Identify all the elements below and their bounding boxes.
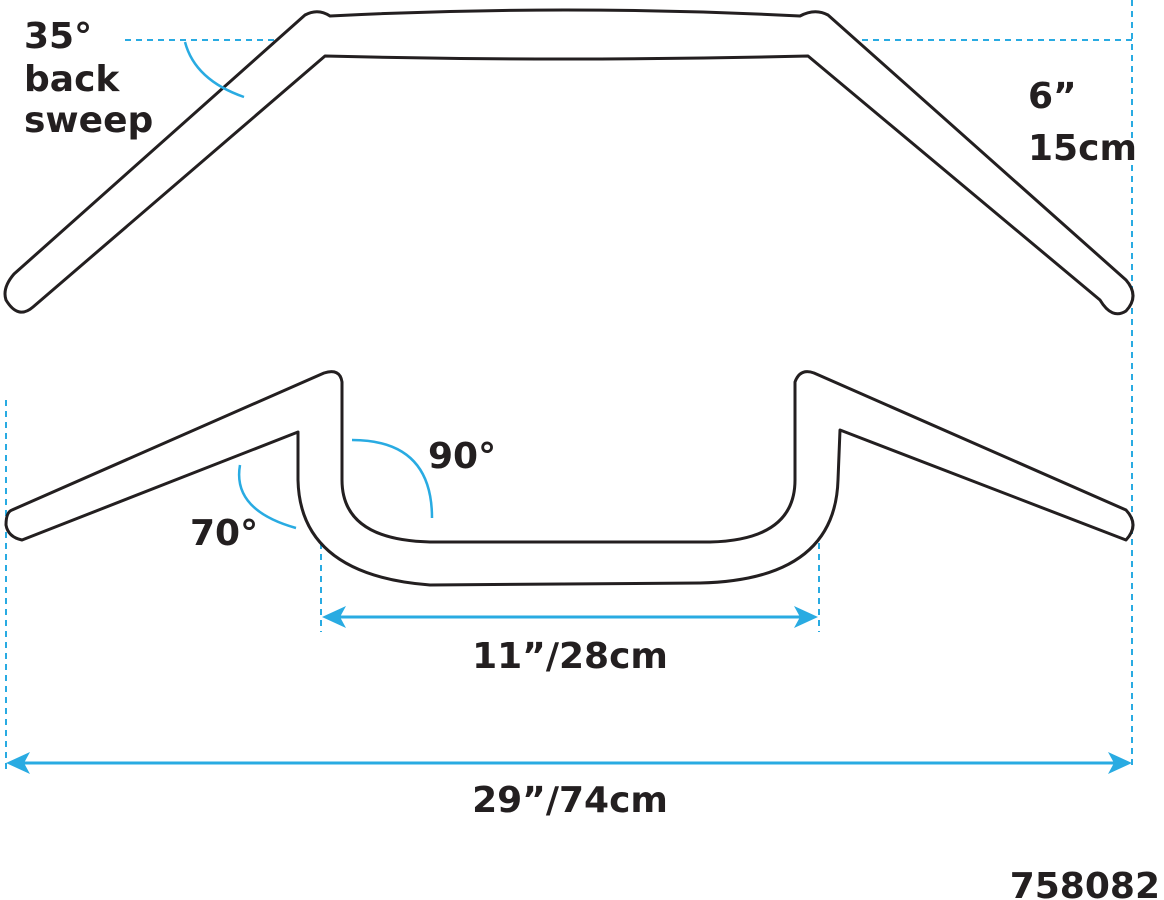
overall-width-label: 29”/74cm xyxy=(472,780,668,821)
front-view: 90° 70° 11”/28cm 29”/74cm xyxy=(4,370,1135,821)
inner-width-arrow-right xyxy=(794,606,818,628)
rise-cm-label: 15cm xyxy=(1028,128,1137,169)
angle-90-label: 90° xyxy=(428,436,496,477)
sweep-angle-arc xyxy=(183,41,245,99)
overall-width-arrow-left xyxy=(6,752,30,774)
rise-inches-label: 6” xyxy=(1028,76,1077,117)
angle-70-label: 70° xyxy=(190,513,258,554)
top-view-handlebar xyxy=(3,8,1135,316)
sweep-label-back: back xyxy=(24,59,120,100)
inner-width-arrow-left xyxy=(322,606,346,628)
angle-90-arc xyxy=(351,438,434,519)
front-view-handlebar xyxy=(4,370,1135,587)
inner-width-label: 11”/28cm xyxy=(472,636,668,677)
part-number: 758082 xyxy=(1010,866,1160,900)
top-view: 35° back sweep 6” 15cm xyxy=(3,0,1137,770)
overall-width-arrow-right xyxy=(1108,752,1132,774)
sweep-angle-value: 35° xyxy=(24,16,92,57)
angle-70-arc xyxy=(237,464,297,530)
sweep-label-sweep: sweep xyxy=(24,100,153,141)
